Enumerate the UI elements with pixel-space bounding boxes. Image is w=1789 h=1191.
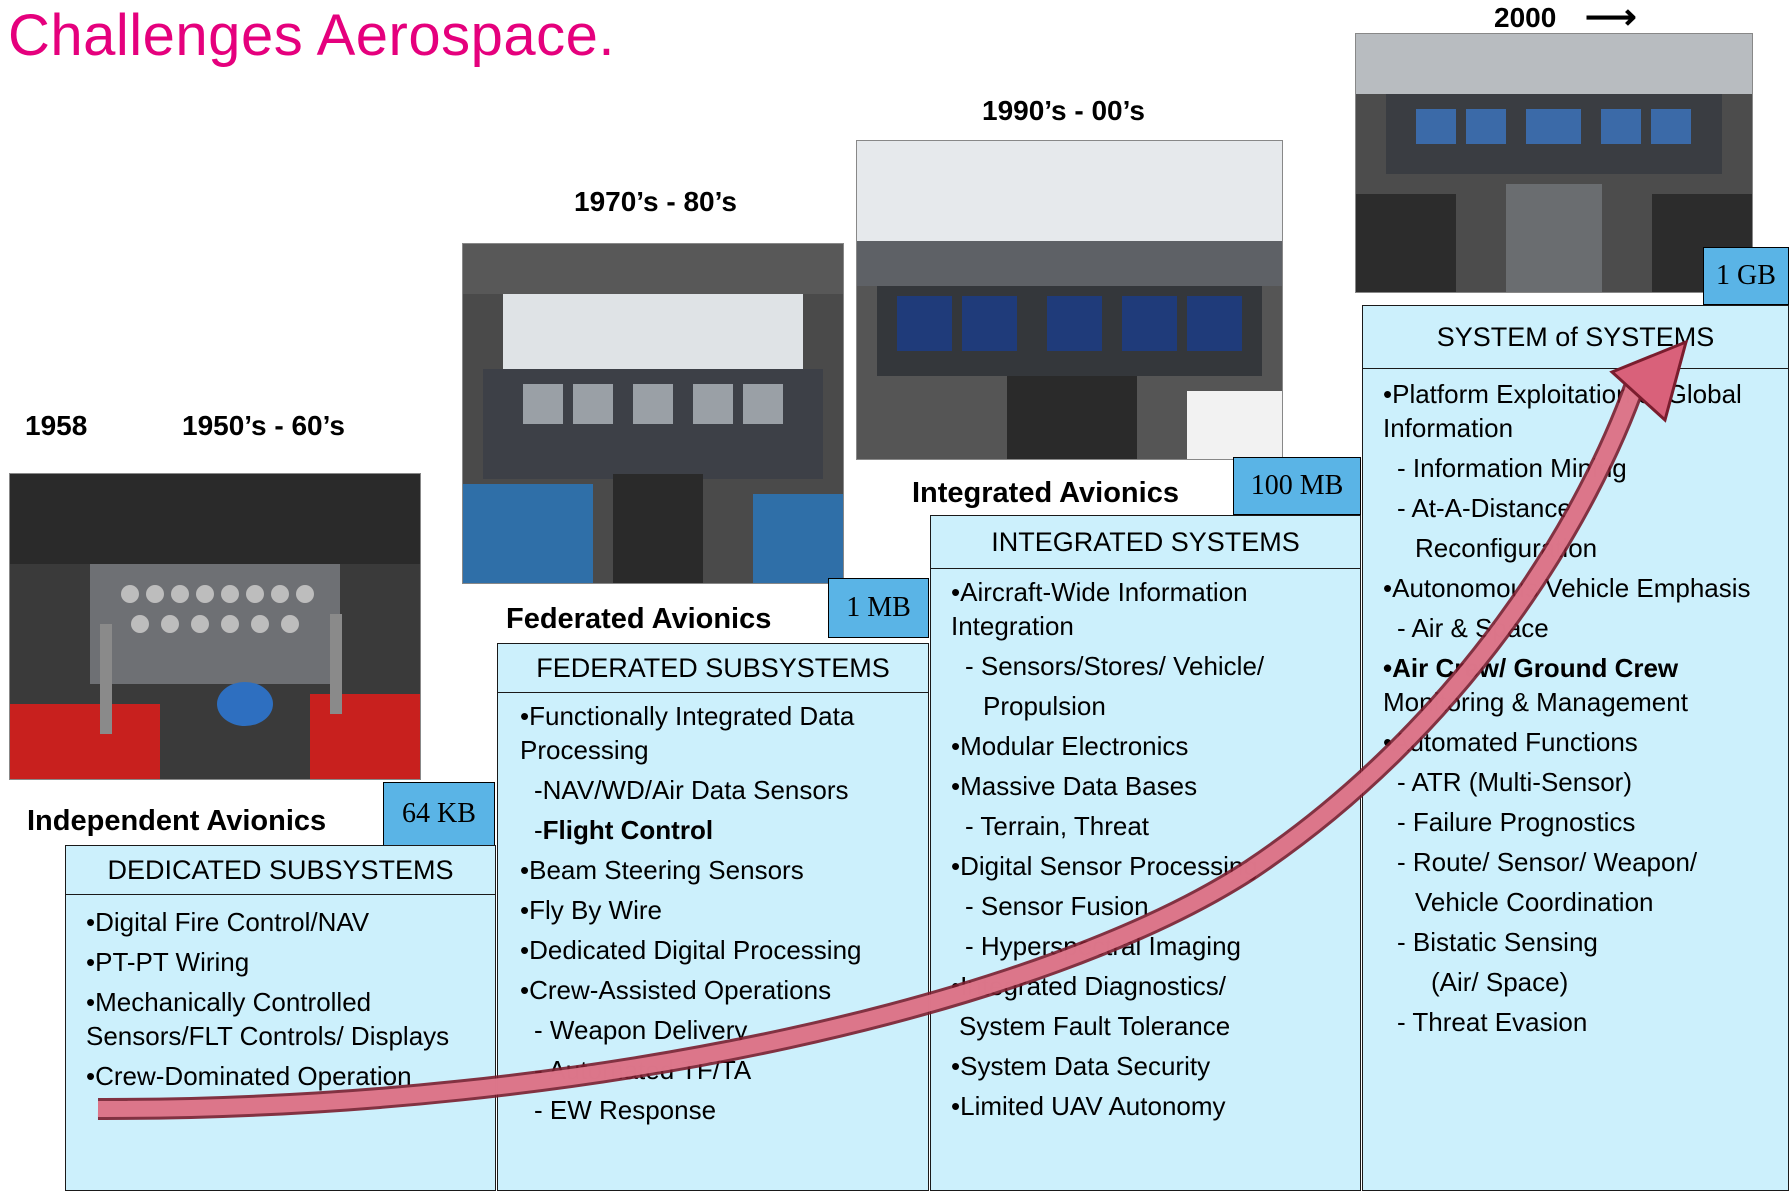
list-item: •Dedicated Digital Processing (520, 935, 862, 965)
architecture-label-integrated: Integrated Avionics (912, 477, 1179, 509)
list-item: •Air Crew/ Ground Crew (1383, 653, 1679, 683)
list-item: •Functionally Integrated Data Processing (520, 701, 855, 765)
list-item: •Autonomous Vehicle Emphasis (1383, 573, 1751, 603)
list-item: Monitoring & Management (1383, 687, 1688, 717)
list-item: •Modular Electronics (951, 731, 1189, 761)
list-item: •Fly By Wire (520, 895, 662, 925)
right-arrow-icon: ⟶ (1585, 0, 1637, 37)
list-item: - Bistatic Sensing (1397, 927, 1598, 957)
list-item: - Sensor Fusion (965, 891, 1149, 921)
list-item: -Flight Control (520, 813, 918, 847)
list-item: •Crew-Assisted Operations (520, 975, 832, 1005)
list-item: - At-A-Distance (1397, 493, 1572, 523)
list-item: Reconfiguration (1415, 533, 1598, 563)
list-item: - Threat Evasion (1397, 1007, 1588, 1037)
list-item: •Limited UAV Autonomy (951, 1091, 1226, 1121)
list-item: •Mechanically Controlled Sensors/FLT Con… (86, 987, 450, 1051)
panel-header: SYSTEM of SYSTEMS (1363, 306, 1788, 369)
list-item: - Air & Space (1397, 613, 1549, 643)
integrated-systems-panel: INTEGRATED SYSTEMS •Aircraft-Wide Inform… (930, 515, 1361, 1191)
memory-badge-1gb: 1 GB (1703, 247, 1789, 305)
panel-header: INTEGRATED SYSTEMS (931, 516, 1360, 569)
architecture-label-federated: Federated Avionics (506, 603, 772, 635)
list-item: •Crew-Dominated Operation (86, 1061, 412, 1091)
memory-badge-100mb: 100 MB (1233, 457, 1361, 515)
list-item: Vehicle Coordination (1415, 887, 1654, 917)
list-item: •Beam Steering Sensors (520, 855, 804, 885)
list-item: (Air/ Space) (1431, 967, 1569, 997)
cockpit-photo-1970s (462, 243, 844, 584)
list-item: - Route/ Sensor/ Weapon/ (1397, 847, 1698, 877)
list-item: - Weapon Delivery (534, 1015, 748, 1045)
era-label-1950s: 1950’s - 60’s (182, 410, 345, 441)
list-item: •Massive Data Bases (951, 771, 1198, 801)
list-item: •Integrated Diagnostics/ (951, 971, 1227, 1001)
list-item: - Information Mining (1397, 453, 1627, 483)
architecture-label-independent: Independent Avionics (27, 805, 327, 837)
memory-badge-1mb: 1 MB (828, 578, 929, 638)
system-of-systems-panel: SYSTEM of SYSTEMS •Platform Exploitation… (1362, 305, 1789, 1191)
panel-header: FEDERATED SUBSYSTEMS (498, 644, 928, 693)
list-item: •Digital Fire Control/NAV (86, 907, 370, 937)
list-item: - Terrain, Threat (965, 811, 1150, 841)
memory-badge-64kb: 64 KB (383, 782, 495, 846)
era-label-1990s: 1990’s - 00’s (982, 95, 1145, 126)
list-item: Propulsion (983, 691, 1106, 721)
cockpit-photo-1950s (9, 473, 421, 780)
list-item: - Hyperspectral Imaging (965, 931, 1241, 961)
list-item: •Aircraft-Wide Information Integration (951, 577, 1248, 641)
list-item: - EW Response (534, 1095, 717, 1125)
list-item: - Sensors/Stores/ Vehicle/ (965, 651, 1265, 681)
dedicated-subsystems-panel: DEDICATED SUBSYSTEMS •Digital Fire Contr… (65, 845, 496, 1191)
list-item: •Platform Exploitation of Global Informa… (1383, 379, 1742, 443)
list-item: - Automated TF/TA (534, 1055, 752, 1085)
list-item: System Fault Tolerance (959, 1011, 1231, 1041)
dash-prefix: - (534, 815, 543, 845)
list-item: - Failure Prognostics (1397, 807, 1636, 837)
slide-title: Challenges Aerospace. (8, 3, 616, 68)
bold-text: Flight Control (542, 815, 714, 845)
list-item: •PT-PT Wiring (86, 947, 250, 977)
list-item: •System Data Security (951, 1051, 1211, 1081)
year-2000: 2000 (1494, 2, 1557, 33)
era-label-1970s: 1970’s - 80’s (574, 186, 737, 217)
panel-header: DEDICATED SUBSYSTEMS (66, 846, 495, 895)
federated-subsystems-panel: FEDERATED SUBSYSTEMS •Functionally Integ… (497, 643, 929, 1191)
list-item: •Digital Sensor Processing (951, 851, 1258, 881)
list-item: •Automated Functions (1383, 727, 1638, 757)
cockpit-photo-2000 (1355, 33, 1753, 293)
year-1958: 1958 (25, 410, 88, 441)
list-item: -NAV/WD/Air Data Sensors (534, 775, 849, 805)
list-item: - ATR (Multi-Sensor) (1397, 767, 1632, 797)
cockpit-photo-1990s (856, 140, 1283, 460)
